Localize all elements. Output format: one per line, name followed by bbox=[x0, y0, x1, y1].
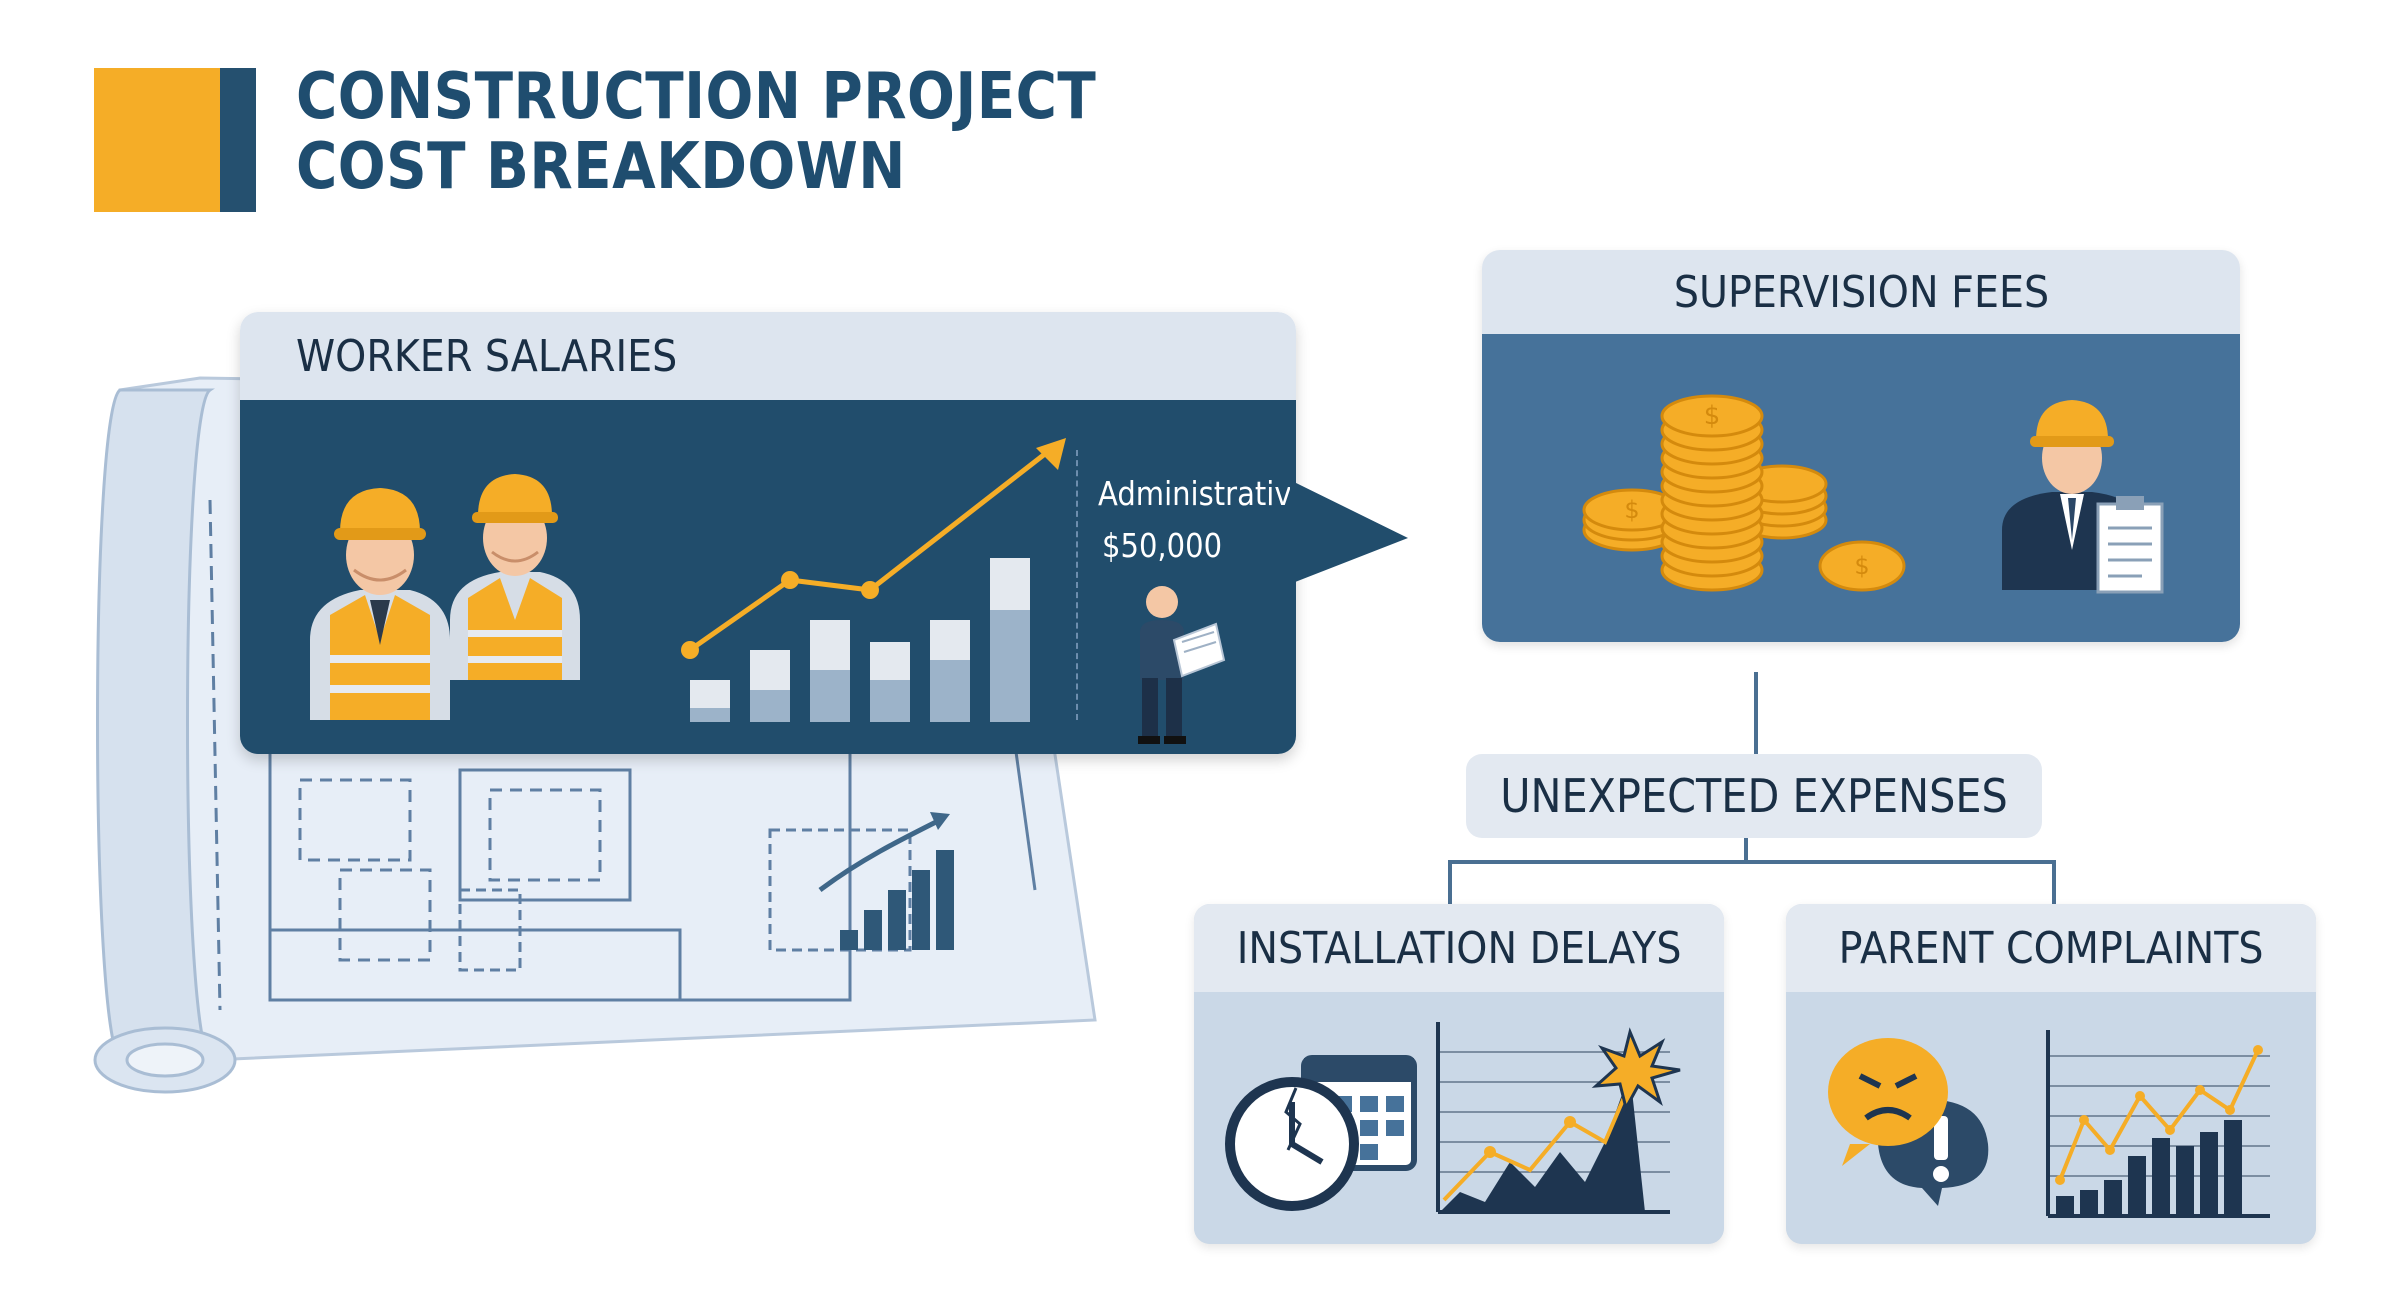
supervision-fees-header: SUPERVISION FEES bbox=[1482, 250, 2240, 334]
svg-text:$: $ bbox=[1704, 401, 1721, 431]
page-title-line-2: COST BREAKDOWN bbox=[296, 130, 906, 204]
page-title: CONSTRUCTION PROJECT COST BREAKDOWN bbox=[296, 60, 1097, 204]
page-title-line-1: CONSTRUCTION PROJECT bbox=[296, 60, 1097, 134]
construction-worker-icon bbox=[310, 474, 580, 720]
unexpected-expenses-label: UNEXPECTED EXPENSES bbox=[1500, 769, 2008, 823]
worker-salaries-body bbox=[240, 400, 1296, 754]
supervision-fees-panel: SUPERVISION FEES bbox=[1482, 250, 2240, 642]
growth-bar-chart-icon bbox=[681, 438, 1066, 722]
administrator-icon bbox=[1138, 586, 1226, 744]
angry-speech-bubble-icon bbox=[1828, 1038, 1989, 1206]
supervision-fees-label: SUPERVISION FEES bbox=[1673, 266, 2049, 318]
installation-delays-header: INSTALLATION DELAYS bbox=[1194, 904, 1724, 992]
parent-complaints-panel: PARENT COMPLAINTS bbox=[1786, 904, 2316, 1244]
dashed-divider bbox=[1076, 450, 1078, 720]
supervision-fees-body: $ $ $ bbox=[1482, 334, 2240, 642]
volatile-line-chart-icon bbox=[1436, 1022, 1681, 1214]
rising-bar-chart-icon bbox=[2046, 1030, 2270, 1218]
unexpected-expenses-box: UNEXPECTED EXPENSES bbox=[1466, 754, 2042, 838]
installation-delays-panel: INSTALLATION DELAYS bbox=[1194, 904, 1724, 1244]
svg-text:$: $ bbox=[1854, 552, 1869, 580]
coin-stack-icon: $ $ $ bbox=[1582, 394, 1906, 592]
parent-complaints-header: PARENT COMPLAINTS bbox=[1786, 904, 2316, 992]
worker-salaries-label: WORKER SALARIES bbox=[296, 330, 678, 382]
broken-clock-icon bbox=[1225, 1055, 1417, 1211]
worker-salaries-header: WORKER SALARIES bbox=[240, 312, 1296, 400]
svg-text:$: $ bbox=[1624, 496, 1639, 524]
parent-complaints-body bbox=[1786, 992, 2316, 1244]
administrative-label: Administrative bbox=[1098, 474, 1310, 513]
installation-delays-label: INSTALLATION DELAYS bbox=[1236, 922, 1682, 974]
worker-salaries-panel: WORKER SALARIES bbox=[240, 312, 1296, 754]
title-color-mark bbox=[94, 68, 256, 212]
callout-pointer bbox=[1290, 480, 1408, 584]
administrative-amount: $50,000 bbox=[1102, 526, 1223, 565]
supervisor-icon bbox=[2002, 400, 2164, 594]
installation-delays-body bbox=[1194, 992, 1724, 1244]
parent-complaints-label: PARENT COMPLAINTS bbox=[1838, 922, 2264, 974]
